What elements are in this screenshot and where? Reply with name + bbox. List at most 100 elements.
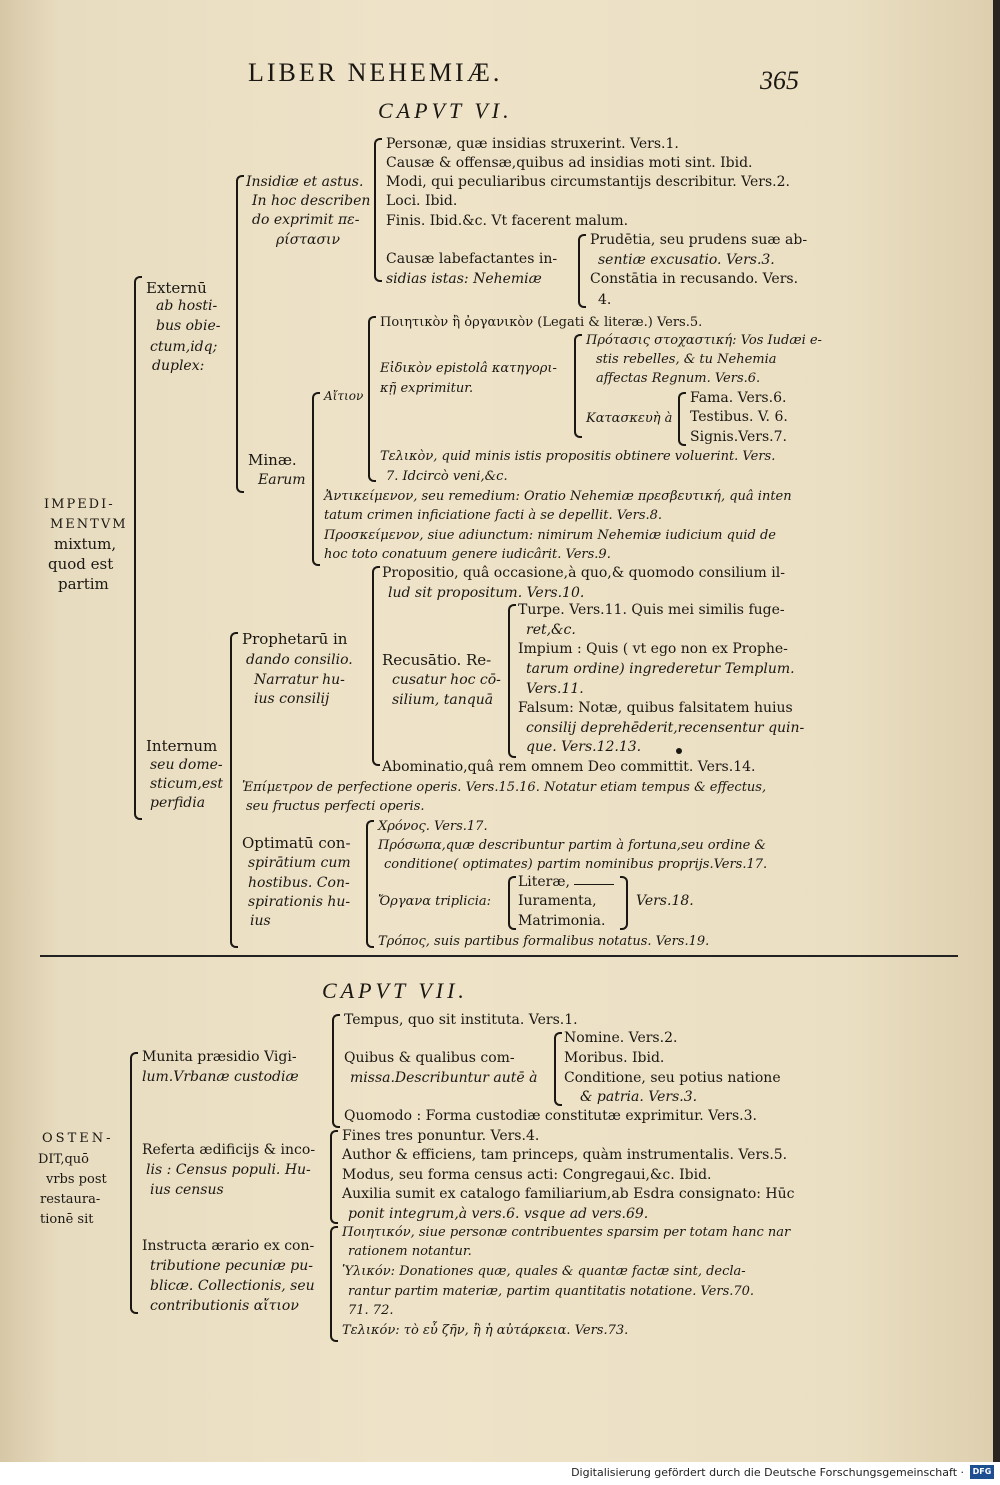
munita-line: lum.Vrbanæ custodiæ [142,1069,299,1085]
brace-munita [332,1014,340,1128]
quomodo-line: Quomodo : Forma custodiæ constitutæ expr… [344,1108,757,1124]
brace-insidiae [374,138,382,282]
brace-causae [578,234,586,308]
impium-line: Impium : Quis ( vt ego non ex Prophe- [518,641,788,657]
root-label-line: quod est [48,555,114,573]
modus-line: Modus, seu forma census acti: Congregaui… [342,1167,712,1183]
prosopa-line: conditione( optimates) partim nominibus … [384,857,768,872]
dash-line [574,884,614,885]
book-page [0,0,993,1462]
root7-line: vrbs post [46,1172,107,1187]
falsum-line: consilij deprehēderit,recensentur quin- [526,720,805,736]
brace-optimatum [366,820,374,948]
insidiae-item: Personæ, quæ insidias struxerint. Vers.1… [386,136,679,152]
insidiae-line: ρίστασιν [276,232,341,248]
auxilia-line: Auxilia sumit ex catalogo familiarium,ab… [342,1186,795,1202]
hylikon-line: rantur partim materiæ, partim quantitati… [348,1284,755,1299]
fama-item: Signis.Vers.7. [690,429,787,445]
brace-organa-right [620,876,628,930]
organa-label: Ὄργανα triplicia: [378,894,491,909]
insidiae-item: Modi, qui peculiaribus circumstantijs de… [386,174,790,190]
referta-line: Referta ædificijs & inco- [142,1142,316,1158]
instructa-line: Instructa ærario ex con- [142,1238,315,1254]
instructa-line: tributione pecuniæ pu- [150,1258,313,1274]
eidikon-line: κῇ exprimitur. [380,381,474,396]
fama-item: Fama. Vers.6. [690,390,787,406]
ink-blot [676,748,682,754]
optimatum-line: Optimatū con- [242,834,351,852]
brace-internum [230,632,238,948]
eidikon-line: Εἰδικὸν epistolâ κατηγορι- [380,361,557,376]
organa-vers: Vers.18. [636,893,694,909]
root7-line: OSTEN- [42,1131,114,1146]
externum-line: bus obie- [156,318,221,334]
causae-item: sentiæ excusatio. Vers.3. [598,252,775,268]
hylikon-line: Ὑλικόν: Donationes quæ, quales & quantæ … [342,1264,746,1279]
recusatio-line: silium, tanquā [392,692,494,708]
referta-line: ius census [150,1182,224,1198]
optimatum-line: ius [250,913,271,929]
epimetron-line: seu fructus perfecti operis. [246,799,425,814]
root7-line: tionē sit [40,1212,94,1227]
internum-line: Internum [146,737,218,755]
brace-root7 [130,1052,138,1314]
chapter-7-heading: CAPVT VII. [322,978,468,1003]
instructa-line: contributionis αἴτιον [150,1298,299,1314]
abominatio-line: Abominatio,quâ rem omnem Deo committit. … [382,759,756,775]
running-head: LIBER NEHEMIÆ. [248,58,503,87]
tropos-line: Τρόπος, suis partibus formalibus notatus… [378,934,710,949]
brace-aition [368,316,376,482]
antikeimenon-line: Ἀντικείμενον, seu remedium: Oratio Nehem… [324,489,792,504]
brace-prophetarum [372,566,380,766]
page-edge [993,0,1000,1462]
protasis-line: stis rebelles, & tu Nehemia [596,352,777,367]
propositio-line: Propositio, quâ occasione,à quo,& quomod… [382,565,785,581]
minae-label: Minæ. [248,451,297,469]
organa-item: Literæ, [518,874,570,890]
antikeimenon-line: tatum crimen inficiatione facti à se dep… [324,508,663,523]
organa-item: Iuramenta, [518,893,597,909]
dfg-logo: DFG [970,1465,994,1479]
telikon-line: Τελικὸν, quid minis istis propositis obt… [380,449,776,464]
auxilia-line: ponit integrum,à vers.6. vsque ad vers.6… [348,1206,649,1222]
optimatum-line: spirationis hu- [248,894,351,910]
instructa-line: blicæ. Collectionis, seu [150,1278,315,1294]
tempus-line: Tempus, quo sit instituta. Vers.1. [344,1012,578,1028]
footer-credit: Digitalisierung gefördert durch die Deut… [571,1466,964,1479]
root-label-line: partim [58,575,109,593]
turpe-line: Turpe. Vers.11. Quis mei similis fuge- [518,602,785,618]
root7-line: DIT,quō [38,1152,89,1167]
optimatum-line: spirātium cum [248,855,351,871]
aition-label: Αἴτιον [324,389,364,403]
poietikon7-line: rationem notantur. [348,1244,472,1259]
proskeimenon-line: Προσκείμενον, siue adiunctum: nimirum Ne… [324,528,776,543]
insidiae-line: Insidiæ et astus. [246,174,364,190]
minae-label: Earum [258,472,306,488]
propositio-line: lud sit propositum. Vers.10. [388,585,585,601]
prophetarum-line: ius consilij [254,691,330,707]
author-line: Author & efficiens, tam princeps, quàm i… [342,1147,788,1163]
causae-item: 4. [598,292,612,308]
insidiae-item: Causæ & offensæ,quibus ad insidias moti … [386,155,753,171]
protasis-line: Πρότασις στοχαστική: Vos Iudæi e- [586,333,822,348]
poietikon7-line: Ποιητικόν, siue personæ contribuentes sp… [342,1225,791,1240]
causae-item: Prudētia, seu prudens suæ ab- [590,232,808,248]
recusatio-line: cusatur hoc cō- [392,672,501,688]
chronos-line: Χρόνος. Vers.17. [378,819,488,834]
brace-root [134,276,142,820]
optimatum-line: hostibus. Con- [248,875,350,891]
prophetarum-line: Prophetarū in [242,630,348,648]
impium-line: tarum ordine) ingrederetur Templum. [526,661,795,677]
impium-line: Vers.11. [526,681,584,697]
referta-line: lis : Census populi. Hu- [146,1162,311,1178]
brace-recusatio [508,604,516,758]
insidiae-line: do exprimit πε- [252,212,360,228]
brace-minae [312,392,320,566]
causae-item: Constātia in recusando. Vers. [590,271,799,287]
fines-line: Fines tres ponuntur. Vers.4. [342,1128,540,1144]
hylikon-line: 71. 72. [348,1303,394,1318]
root-label-line: IMPEDI- [44,497,115,512]
section-divider [40,955,958,957]
kataskeue-label: Κατασκευὴ à [586,411,673,426]
poietikon-line: Ποιητικὸν ἢ ὀργανικὸν (Legati & literæ.)… [380,315,703,330]
